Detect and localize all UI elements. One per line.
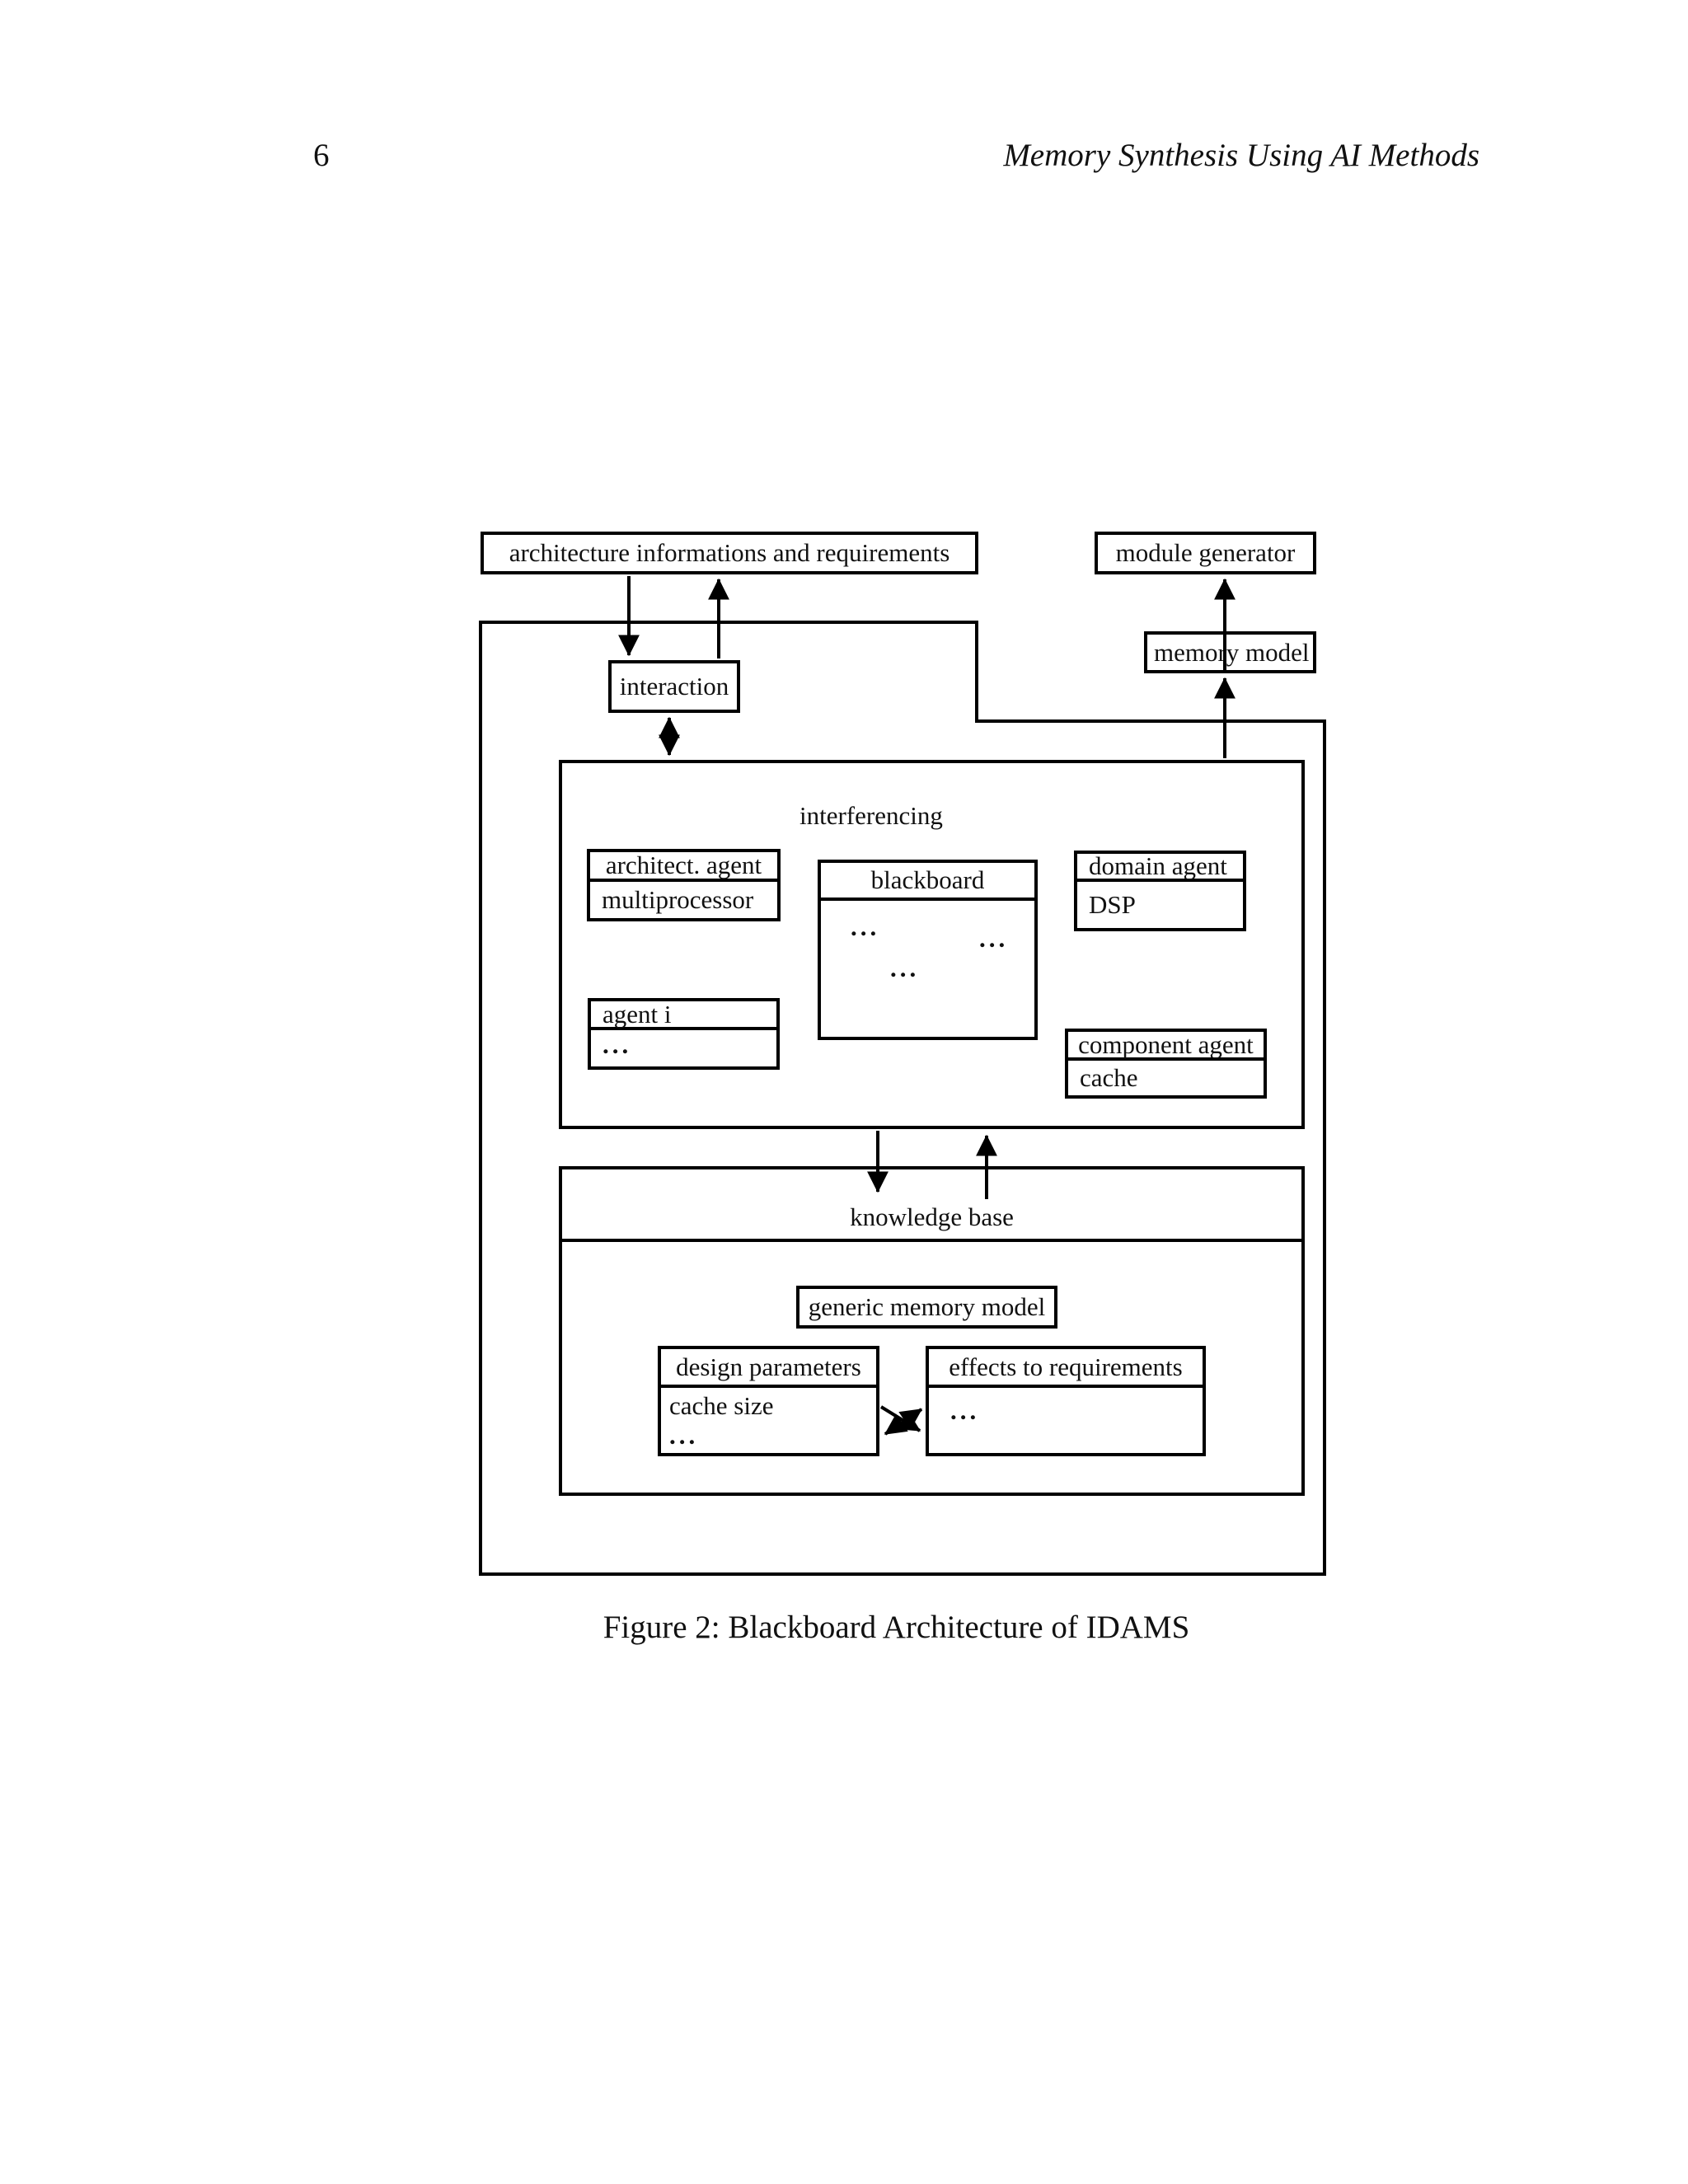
knowledge-base-header: knowledge base [562,1169,1301,1242]
architecture-info-box: architecture informations and requiremen… [481,532,978,574]
architect-agent-body: multiprocessor [602,885,754,914]
interaction-label: interaction [619,672,729,701]
domain-agent-box: domain agent DSP [1074,851,1246,931]
design-parameters-row-1: cache size [669,1391,774,1420]
blackboard-title: blackboard [821,863,1034,901]
architect-agent-title: architect. agent [590,851,777,882]
agent-i-title: agent i [591,1000,776,1030]
domain-agent-body: DSP [1089,890,1136,919]
agent-i-box: agent i ... [588,998,780,1070]
blackboard-dots-2: ... [979,924,1009,953]
memory-model-box: memory model [1144,631,1316,673]
knowledge-base-label: knowledge base [850,1202,1014,1231]
interaction-box: interaction [608,660,740,713]
figure-caption: Figure 2: Blackboard Architecture of IDA… [603,1610,1190,1645]
interferencing-label: interferencing [799,801,943,830]
memory-model-label: memory model [1154,637,1310,667]
module-generator-label: module generator [1115,538,1296,567]
effects-to-requirements-box: effects to requirements ... [926,1346,1206,1456]
generic-memory-model-box: generic memory model [796,1286,1057,1329]
design-parameters-title: design parameters [661,1349,876,1388]
design-parameters-box: design parameters cache size ... [658,1346,879,1456]
generic-memory-model-label: generic memory model [808,1292,1046,1321]
blackboard-dots-1: ... [851,912,880,941]
component-agent-title: component agent [1068,1030,1264,1061]
module-generator-box: module generator [1095,532,1316,574]
blackboard-box: blackboard ... ... ... [818,860,1038,1040]
effects-to-requirements-row-1: ... [950,1396,980,1425]
page-header: 6 Memory Synthesis Using AI Methods [313,138,1479,173]
page-number: 6 [313,138,330,173]
design-parameters-row-2: ... [669,1421,699,1450]
component-agent-box: component agent cache [1065,1029,1267,1099]
architect-agent-box: architect. agent multiprocessor [587,849,781,921]
architecture-info-label: architecture informations and requiremen… [509,538,950,567]
effects-to-requirements-title: effects to requirements [929,1349,1203,1388]
running-title: Memory Synthesis Using AI Methods [1003,138,1479,173]
domain-agent-title: domain agent [1077,851,1243,882]
component-agent-body: cache [1080,1063,1138,1092]
blackboard-dots-3: ... [890,954,920,982]
agent-i-body: ... [603,1030,632,1059]
